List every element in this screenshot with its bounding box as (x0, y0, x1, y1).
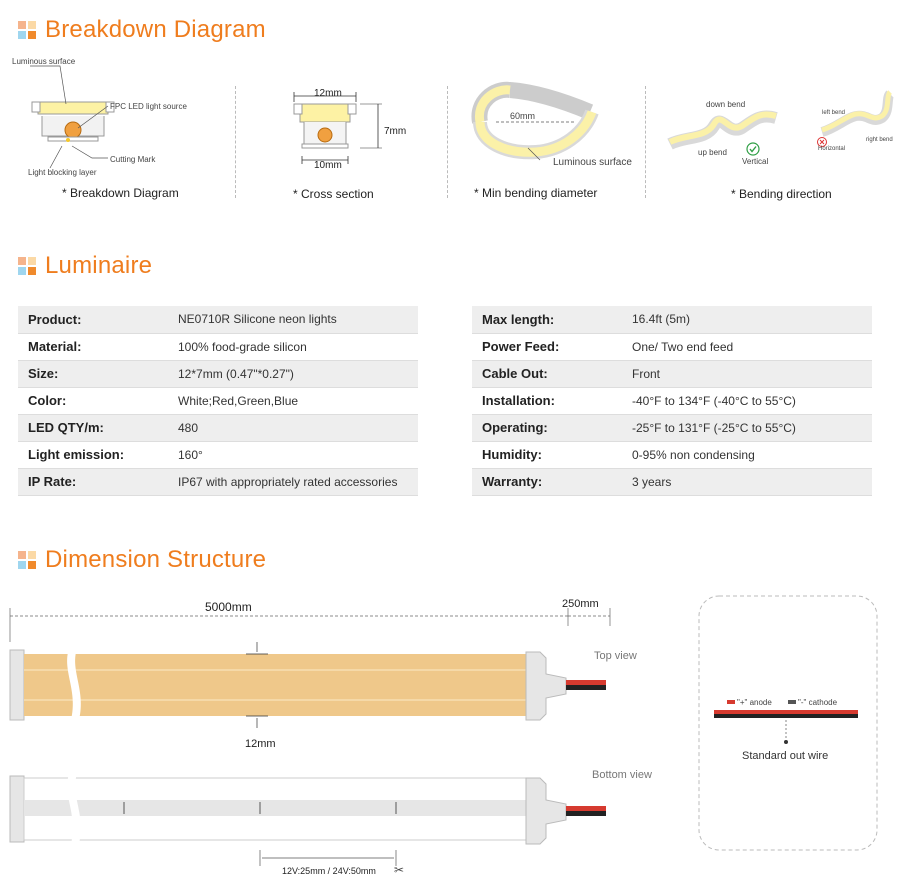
breakdown-leader-lines (30, 65, 109, 169)
bend-surface-label: Luminous surface (553, 157, 632, 168)
spec-value: 12*7mm (0.47"*0.27") (168, 360, 418, 387)
check-icon (746, 142, 760, 156)
spec-value: Front (622, 360, 872, 387)
grid-logo-icon (18, 21, 36, 39)
spec-row: Humidity:0-95% non condensing (472, 441, 872, 468)
spec-value: -40°F to 134°F (-40°C to 55°C) (622, 387, 872, 414)
spec-value: 160° (168, 441, 418, 468)
cs-width-top: 12mm (314, 88, 342, 99)
spec-value: 0-95% non condensing (622, 441, 872, 468)
horizontal-label: Horizontal (818, 146, 846, 152)
label-fpc-led: FPC LED light source (110, 102, 187, 111)
spec-row: Power Feed:One/ Two end feed (472, 333, 872, 360)
bend-diameter-label: 60mm (510, 111, 536, 121)
spec-value: -25°F to 131°F (-25°C to 55°C) (622, 414, 872, 441)
divider-2 (447, 86, 448, 198)
cross-icon (817, 137, 827, 147)
section-title-breakdown: Breakdown Diagram (45, 16, 266, 43)
dim-cable: 250mm (562, 598, 599, 610)
label-light-blocking: Light blocking layer (28, 168, 97, 177)
section-luminaire: Luminaire (18, 252, 152, 280)
dimension-drawing (9, 595, 878, 866)
spec-key: Operating: (472, 414, 622, 441)
spec-key: Power Feed: (472, 333, 622, 360)
cross-section-diagram (293, 92, 382, 164)
spec-key: Material: (18, 333, 168, 360)
vertical-bend-diagram (667, 110, 778, 150)
divider-3 (645, 86, 646, 198)
grid-logo-icon (18, 257, 36, 275)
cs-height: 7mm (384, 126, 407, 137)
spec-row: Material:100% food-grade silicon (18, 333, 418, 360)
spec-row: LED QTY/m:480 (18, 414, 418, 441)
spec-row: Product:NE0710R Silicone neon lights (18, 306, 418, 333)
spec-row: Operating:-25°F to 131°F (-25°C to 55°C) (472, 414, 872, 441)
spec-key: Color: (18, 387, 168, 414)
spec-value: IP67 with appropriately rated accessorie… (168, 468, 418, 495)
dim-length: 5000mm (205, 600, 252, 614)
caption-bending-direction: * Bending direction (731, 187, 832, 201)
cs-width-bottom: 10mm (314, 160, 342, 171)
spec-row: Color:White;Red,Green,Blue (18, 387, 418, 414)
spec-table-right: Max length:16.4ft (5m)Power Feed:One/ Tw… (472, 306, 872, 496)
section-title-dimension: Dimension Structure (45, 546, 267, 573)
spec-key: Cable Out: (472, 360, 622, 387)
spec-key: Installation: (472, 387, 622, 414)
spec-row: Light emission:160° (18, 441, 418, 468)
spec-row: Warranty:3 years (472, 468, 872, 495)
spec-value: 100% food-grade silicon (168, 333, 418, 360)
spec-key: Warranty: (472, 468, 622, 495)
label-cutting-mark: Cutting Mark (110, 155, 156, 164)
grid-logo-icon (18, 551, 36, 569)
spec-value: 3 years (622, 468, 872, 495)
spec-row: IP Rate:IP67 with appropriately rated ac… (18, 468, 418, 495)
anode-label: "+" anode (737, 698, 772, 707)
spec-key: Size: (18, 360, 168, 387)
cathode-label: "-" cathode (798, 698, 838, 707)
spec-key: LED QTY/m: (18, 414, 168, 441)
spec-key: Humidity: (472, 441, 622, 468)
spec-key: IP Rate: (18, 468, 168, 495)
spec-value: One/ Two end feed (622, 333, 872, 360)
divider-1 (235, 86, 236, 198)
caption-bending-diameter: * Min bending diameter (474, 186, 598, 200)
bending-diameter-diagram (471, 81, 599, 161)
scissors-icon: ✂ (394, 863, 405, 877)
horizontal-bend-diagram (820, 90, 895, 137)
caption-breakdown: * Breakdown Diagram (62, 186, 179, 200)
section-title-luminaire: Luminaire (45, 252, 153, 279)
dim-width: 12mm (245, 738, 276, 750)
top-view-label: Top view (594, 650, 637, 662)
spec-row: Size:12*7mm (0.47"*0.27") (18, 360, 418, 387)
spec-value: 480 (168, 414, 418, 441)
caption-cross-section: * Cross section (293, 187, 374, 201)
spec-row: Max length:16.4ft (5m) (472, 306, 872, 333)
spec-value: NE0710R Silicone neon lights (168, 306, 418, 333)
spec-key: Light emission: (18, 441, 168, 468)
section-dimension: Dimension Structure (18, 546, 266, 574)
cut-unit-label: 12V:25mm / 24V:50mm (282, 866, 376, 876)
spec-row: Cable Out:Front (472, 360, 872, 387)
spec-value: White;Red,Green,Blue (168, 387, 418, 414)
up-bend-label: up bend (698, 148, 727, 157)
spec-value: 16.4ft (5m) (622, 306, 872, 333)
section-breakdown: Breakdown Diagram (18, 16, 266, 44)
vertical-label: Vertical (742, 157, 769, 166)
right-bend-label: right bend (866, 137, 893, 143)
label-luminous-surface: Luminous surface (12, 57, 76, 66)
breakdown-exploded-icon (31, 101, 115, 142)
left-bend-label: left bend (822, 110, 846, 116)
spec-key: Max length: (472, 306, 622, 333)
bottom-view-label: Bottom view (592, 769, 652, 781)
down-bend-label: down bend (706, 100, 746, 109)
spec-row: Installation:-40°F to 134°F (-40°C to 55… (472, 387, 872, 414)
wire-label: Standard out wire (742, 750, 829, 762)
spec-key: Product: (18, 306, 168, 333)
